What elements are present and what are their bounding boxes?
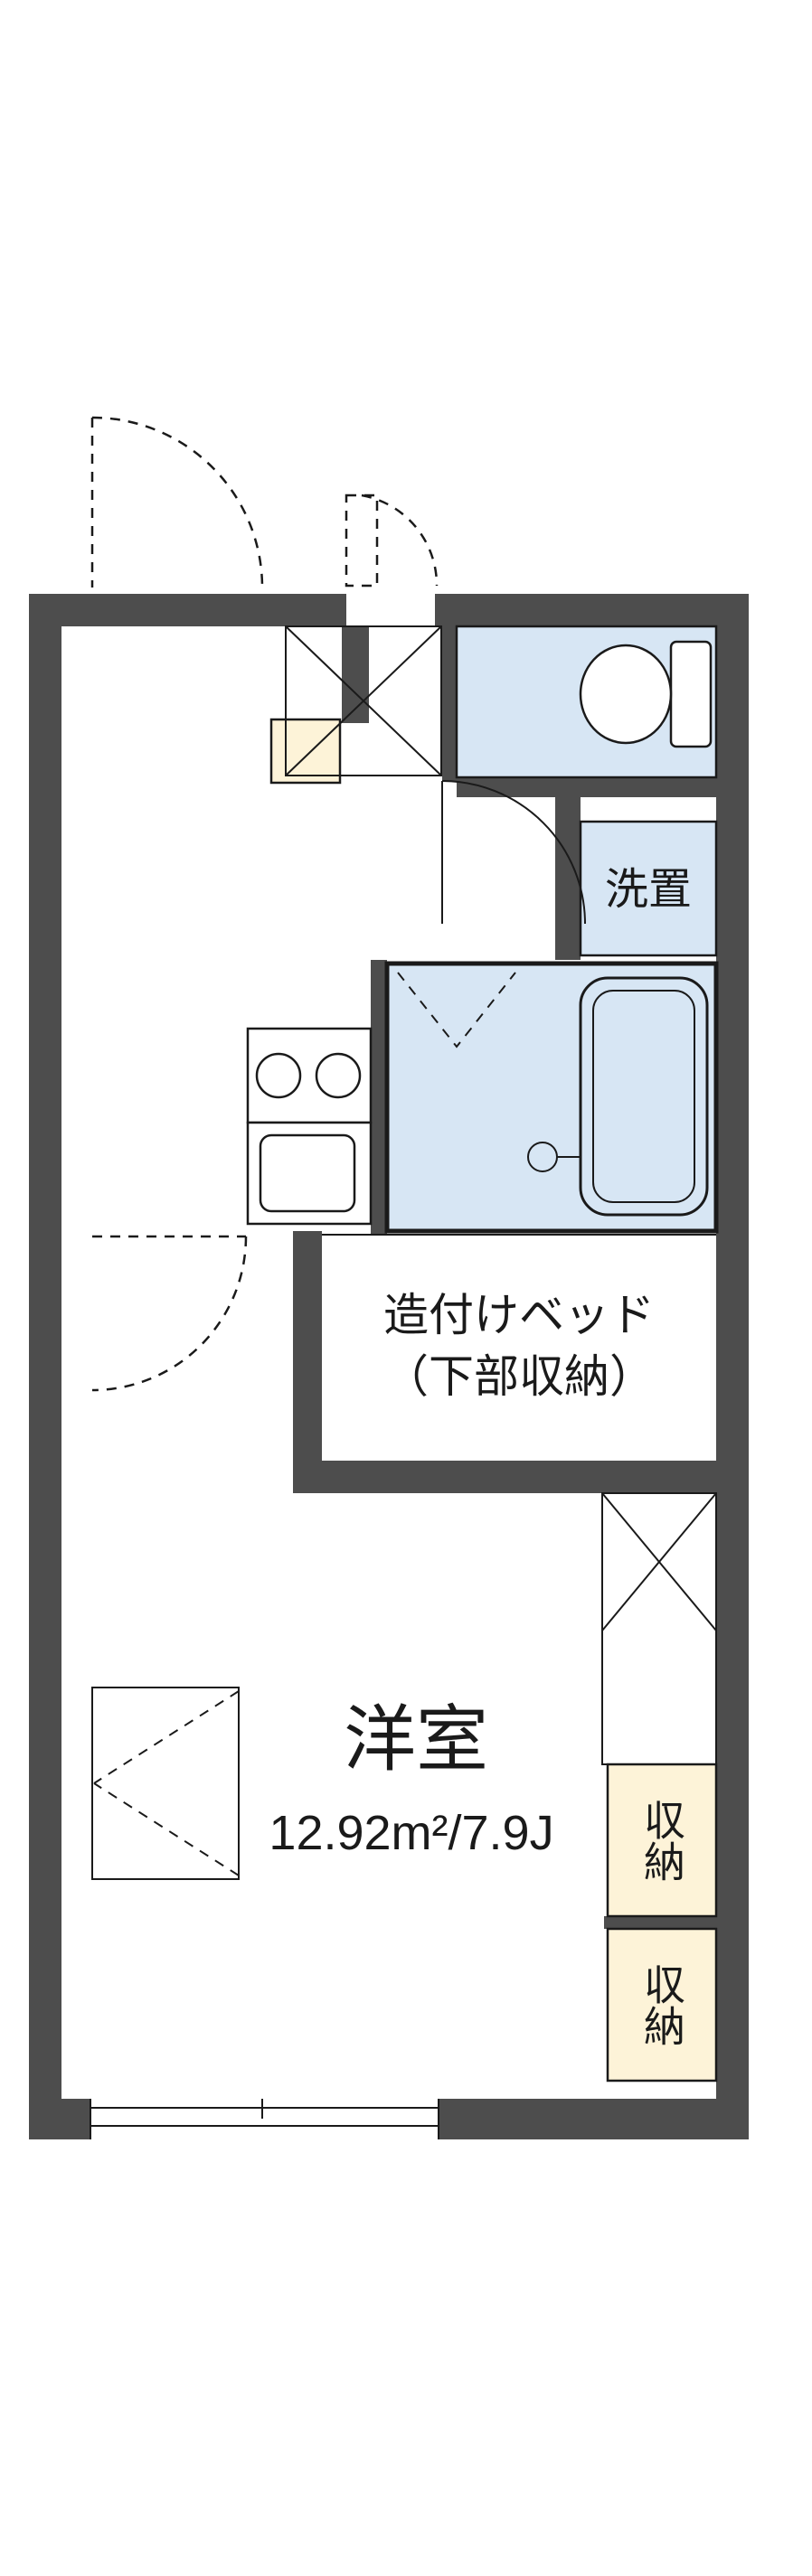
toilet-tank xyxy=(669,640,713,748)
column-outline xyxy=(601,1492,717,1765)
linework xyxy=(90,416,717,2139)
bay-window-diagonal-1 xyxy=(93,1690,240,1784)
storage-bottom-box xyxy=(606,1927,718,2082)
entrance-side-door-arc xyxy=(91,416,264,588)
entrance-door-leaf xyxy=(345,494,379,588)
walls xyxy=(29,594,749,2139)
bathtub-inner xyxy=(592,990,695,1203)
wall-bottom-right xyxy=(439,2099,749,2139)
genkan-tile-diagonal-2 xyxy=(285,625,442,776)
fixtures xyxy=(246,640,713,1226)
storage-units xyxy=(269,718,718,2082)
wall-below-toilet xyxy=(457,777,716,797)
bed-label-line2: （下部収納） xyxy=(383,1351,655,1402)
hall-door-arc xyxy=(91,1236,248,1392)
stove-burner-left xyxy=(255,1052,302,1099)
sink-basin xyxy=(259,1133,356,1213)
storage-top-box xyxy=(606,1763,718,1918)
wall-right xyxy=(716,594,749,2139)
wall-bottom-left xyxy=(29,2099,90,2139)
bathroom-floor xyxy=(384,961,719,1234)
labels: 洗置 造付けベッド （下部収納） 洋室 12.92m²/7.9J 収納 収納 xyxy=(269,866,692,2046)
plan: 洗置 造付けベッド （下部収納） 洋室 12.92m²/7.9J 収納 収納 xyxy=(29,416,749,2139)
washroom-door-arc xyxy=(441,780,586,925)
wall-washer-left xyxy=(555,797,581,960)
bay-window-box xyxy=(91,1687,240,1880)
storage-top-label: 収納 xyxy=(638,1799,685,1882)
entrance-door-arc xyxy=(361,494,439,587)
wall-genkan-stub xyxy=(342,626,369,723)
wall-storage-divider xyxy=(604,1916,716,1929)
bathroom-bifold-door xyxy=(397,972,516,1048)
main-room-size: 12.92m²/7.9J xyxy=(269,1806,553,1860)
entrance-step xyxy=(269,718,342,785)
wall-left xyxy=(29,594,61,2139)
washer-area xyxy=(579,820,718,957)
wall-bed-bottom xyxy=(293,1461,716,1493)
stove-burner-right xyxy=(315,1052,362,1099)
column-diagonal-2 xyxy=(601,1492,717,1631)
bathtub-outer xyxy=(579,976,709,1217)
bay-window-diagonal-2 xyxy=(93,1782,240,1876)
wall-top-right xyxy=(435,594,749,626)
wall-top-left xyxy=(29,594,346,626)
kitchen-stove xyxy=(246,1027,373,1124)
wall-kitchen-bath xyxy=(371,960,387,1235)
genkan-tile xyxy=(285,625,442,776)
toilet-bowl xyxy=(579,644,673,745)
washer-label: 洗置 xyxy=(605,866,692,914)
bed-label-line1: 造付けベッド xyxy=(383,1290,655,1340)
wall-genkan-toilet xyxy=(442,626,457,781)
storage-bottom-label: 収納 xyxy=(638,1963,685,2046)
main-room-name: 洋室 xyxy=(344,1699,488,1780)
wall-bed-left xyxy=(293,1231,322,1493)
